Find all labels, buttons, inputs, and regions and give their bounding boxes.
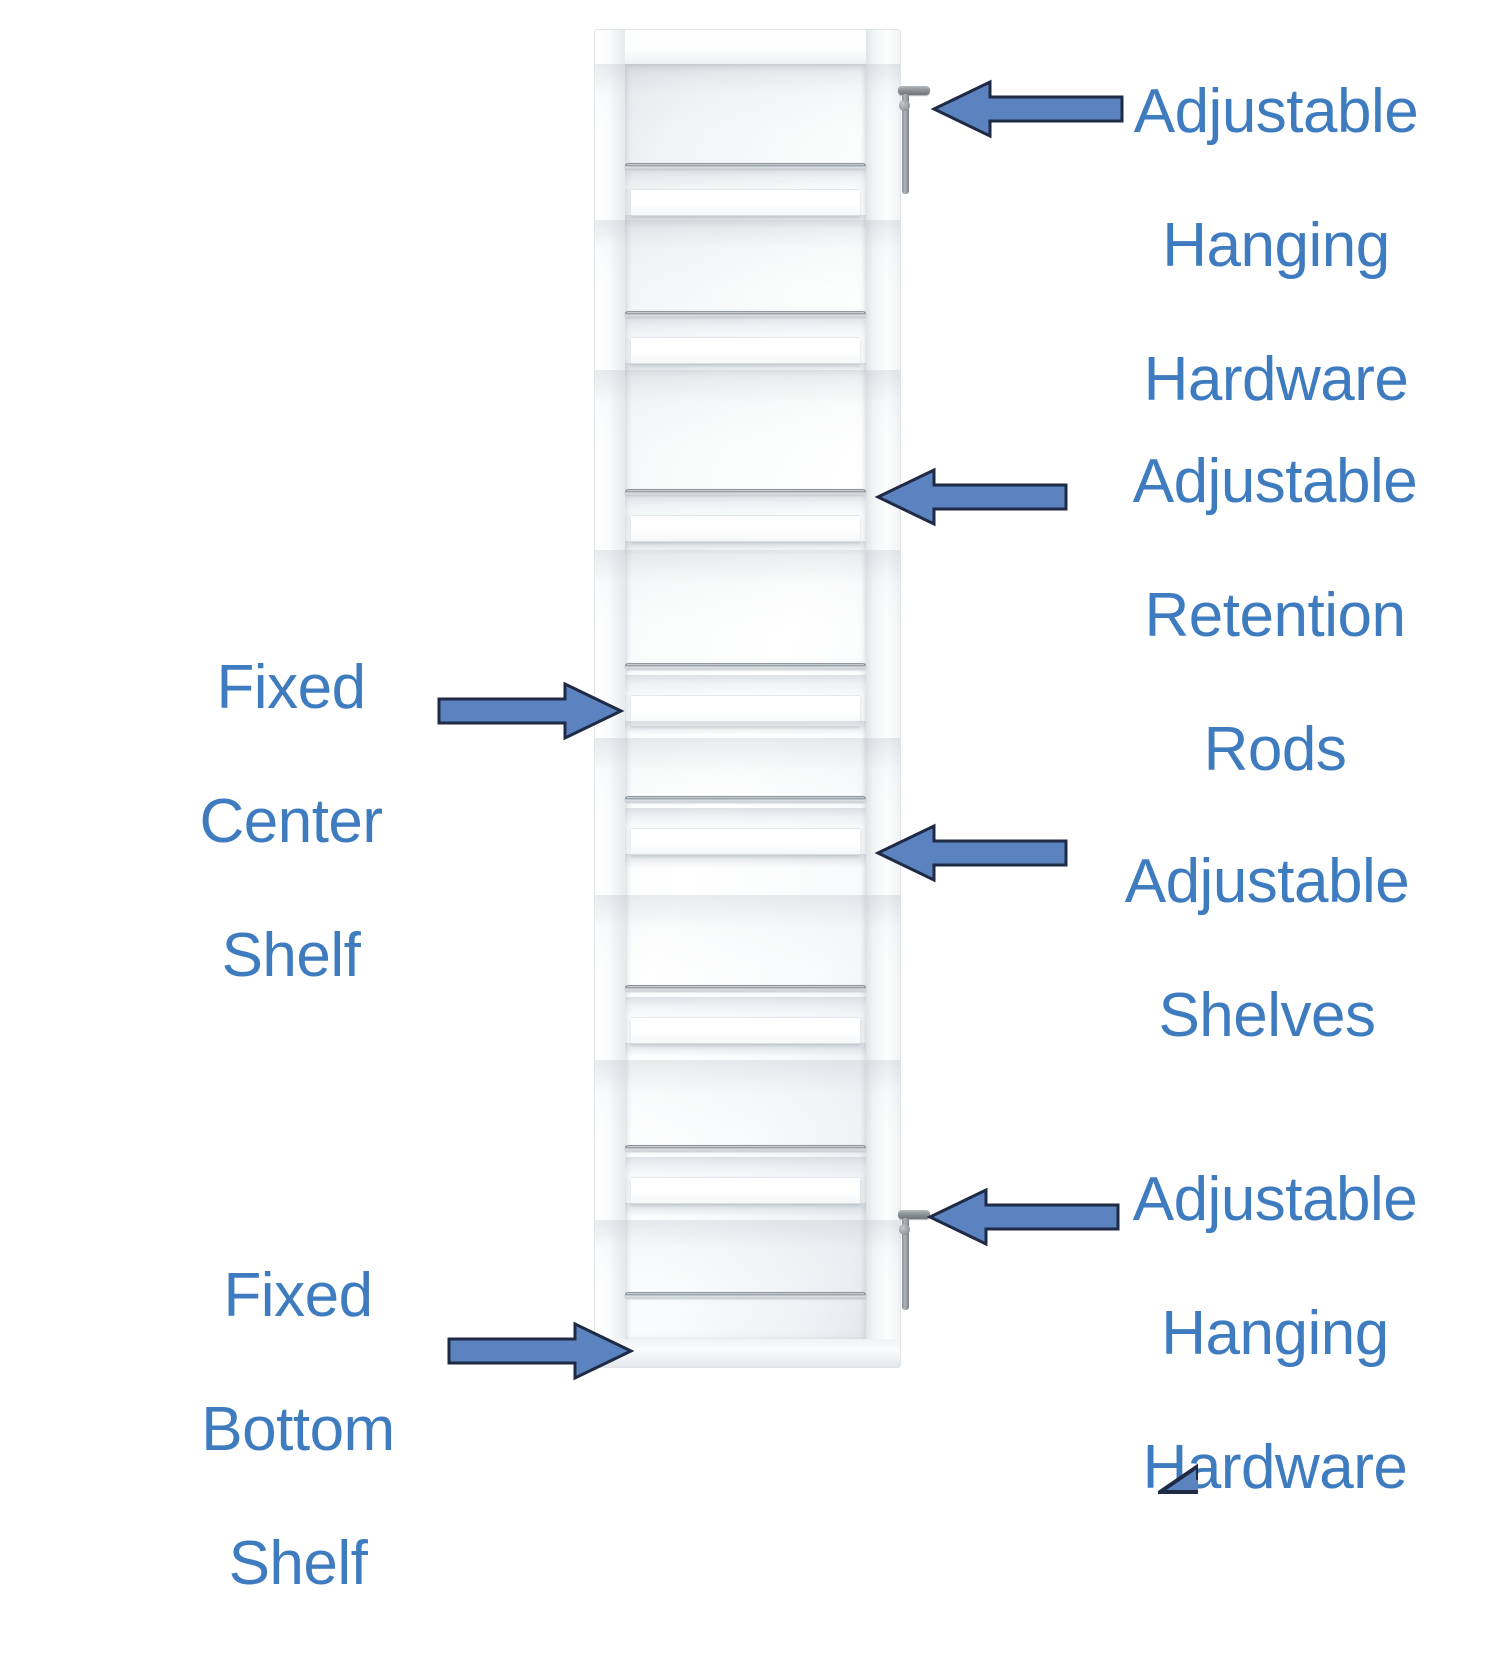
label-line: Adjustable [1133,76,1419,146]
label-line: Adjustable [1124,846,1410,916]
arrow-adjustable-hanging-hardware-bottom [926,1186,1120,1248]
label-adjustable-hanging-hardware-bottom: Adjustable Hanging Hardware [1090,1100,1460,1569]
label-line: Hardware [1143,344,1409,414]
label-line: Shelf [228,1528,368,1598]
partial-arrow-tip-cropped [1158,1462,1198,1502]
cabinet-left-side-panel [595,30,625,1367]
cabinet-illustration [595,30,930,1367]
retention-rod-6 [625,985,866,991]
label-line: Retention [1144,580,1406,650]
cabinet-bottom-panel [595,1339,900,1367]
label-line: Hanging [1161,1298,1389,1368]
arrow-fixed-bottom-shelf [447,1320,635,1382]
label-line: Fixed [223,1260,373,1330]
label-line: Shelves [1158,980,1376,1050]
arrow-fixed-center-shelf [437,680,625,742]
arrow-adjustable-retention-rods [874,466,1068,528]
label-adjustable-hanging-hardware-top: Adjustable Hanging Hardware [1096,12,1456,481]
label-line: Adjustable [1132,446,1418,516]
arrow-adjustable-hanging-hardware-top [930,78,1124,140]
retention-rod-5 [625,796,866,802]
retention-rod-8 [625,1292,866,1298]
label-line: Adjustable [1132,1164,1418,1234]
retention-rod-3 [625,489,866,495]
label-fixed-center-shelf: Fixed Center Shelf [186,588,396,1057]
label-line: Hardware [1142,1432,1408,1502]
arrow-adjustable-shelves [874,822,1068,884]
label-line: Fixed [216,652,366,722]
label-line: Hanging [1162,210,1390,280]
label-adjustable-retention-rods: Adjustable Retention Rods [1090,382,1460,851]
label-line: Shelf [221,920,361,990]
cabinet-right-side-panel [866,30,900,1367]
label-fixed-bottom-shelf: Fixed Bottom Shelf [170,1196,426,1665]
retention-rod-4 [625,663,866,669]
retention-rod-2 [625,311,866,317]
label-line: Center [199,786,383,856]
retention-rod-1 [625,163,866,169]
diagram-canvas: Adjustable Hanging Hardware Adjustable R… [186,12,1460,1597]
retention-rod-7 [625,1145,866,1151]
label-line: Rods [1203,714,1347,784]
cabinet-top-panel [595,30,900,64]
label-adjustable-shelves: Adjustable Shelves [1082,782,1452,1117]
label-line: Bottom [201,1394,395,1464]
